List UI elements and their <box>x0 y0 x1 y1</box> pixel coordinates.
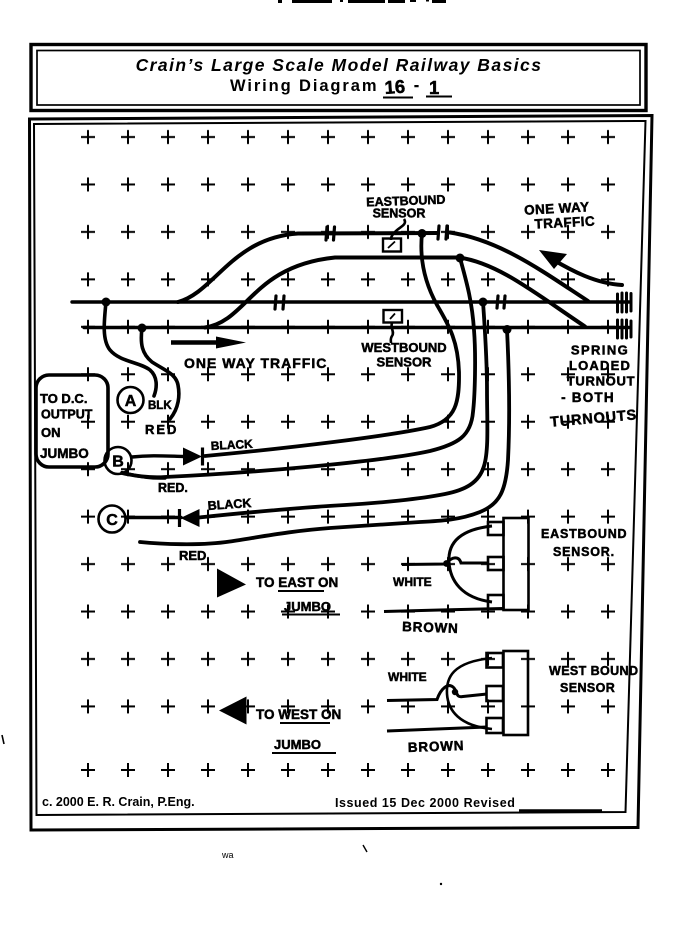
svg-text:c. 2000 E. R. Crain, P.Eng.: c. 2000 E. R. Crain, P.Eng. <box>42 795 195 809</box>
svg-text:-: - <box>414 77 419 94</box>
svg-text:RED: RED <box>179 548 206 563</box>
svg-text:BROWN: BROWN <box>402 619 459 636</box>
svg-text:WHITE: WHITE <box>388 670 427 684</box>
svg-text:WEST BOUND: WEST BOUND <box>549 664 638 678</box>
svg-text:RED.: RED. <box>158 481 188 495</box>
svg-text:SENSOR: SENSOR <box>560 681 615 695</box>
svg-text:SPRING: SPRING <box>571 343 629 358</box>
svg-text:JUMBO: JUMBO <box>40 446 89 461</box>
svg-text:SENSOR.: SENSOR. <box>553 545 615 559</box>
svg-text:A: A <box>125 393 137 410</box>
svg-text:ONE WAY: ONE WAY <box>524 199 590 217</box>
svg-text:BLK: BLK <box>148 400 172 412</box>
svg-text:16: 16 <box>384 76 406 98</box>
svg-text:OUTPUT: OUTPUT <box>41 408 93 422</box>
svg-text:Crain’s Large Scale Model Rail: Crain’s Large Scale Model Railway Basics <box>136 55 543 75</box>
svg-text:SENSOR: SENSOR <box>373 207 426 221</box>
svg-text:BLACK: BLACK <box>207 496 252 513</box>
svg-text:JUMBO: JUMBO <box>274 737 321 752</box>
svg-text:WHITE: WHITE <box>393 575 432 589</box>
svg-text:TO D.C.: TO D.C. <box>40 391 87 406</box>
svg-text:BLACK: BLACK <box>210 437 253 453</box>
svg-text:C: C <box>106 512 118 529</box>
svg-text:WESTBOUND: WESTBOUND <box>361 340 446 355</box>
svg-text:RED: RED <box>145 422 178 437</box>
svg-text:JUMBO: JUMBO <box>284 599 331 614</box>
svg-text:ONE WAY TRAFFIC: ONE WAY TRAFFIC <box>184 355 327 371</box>
svg-text:TO EAST ON: TO EAST ON <box>256 575 338 590</box>
svg-text:1: 1 <box>429 77 439 98</box>
svg-text:wa: wa <box>221 850 234 860</box>
svg-text:TURNOUT: TURNOUT <box>567 374 635 389</box>
svg-text:EASTBOUND: EASTBOUND <box>541 527 627 541</box>
svg-text:EASTBOUND: EASTBOUND <box>366 193 446 210</box>
svg-text:TO WEST ON: TO WEST ON <box>256 707 341 722</box>
svg-text:Wiring Diagram: Wiring Diagram <box>230 77 378 95</box>
svg-text:B: B <box>112 454 124 471</box>
svg-text:- BOTH: - BOTH <box>561 390 615 405</box>
svg-text:LOADED: LOADED <box>569 358 631 373</box>
svg-text:Issued 15 Dec 2000 Revised: Issued 15 Dec 2000 Revised <box>335 796 515 810</box>
svg-text:BROWN: BROWN <box>408 738 465 755</box>
svg-text:ON: ON <box>41 425 61 440</box>
svg-text:SENSOR: SENSOR <box>377 355 433 370</box>
svg-text:TRAFFIC: TRAFFIC <box>534 213 595 231</box>
